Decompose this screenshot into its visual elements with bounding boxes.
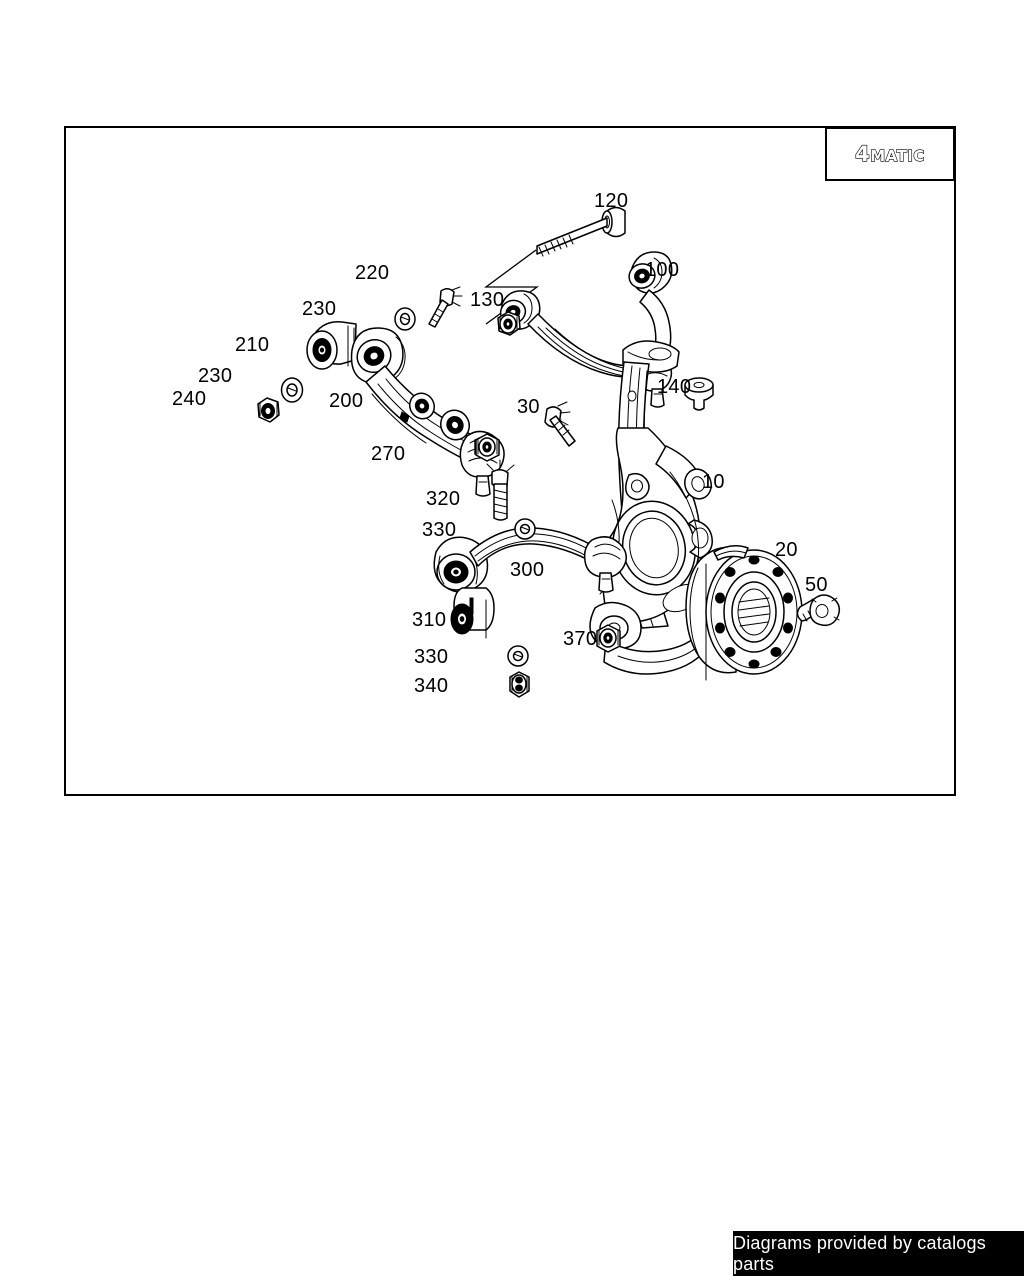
part-320-bolt [486,459,515,521]
part-330-washer-lower [507,645,529,667]
leader-line-120 [484,249,540,325]
callout-300: 300 [510,559,545,581]
part-270-nut [474,434,499,461]
callout-200: 200 [329,390,364,412]
badge-suffix: MATIC [870,146,925,165]
4matic-badge-box: 4MATIC [825,127,955,181]
callout-220: 220 [355,262,390,284]
callout-20: 20 [775,539,798,561]
callout-340: 340 [414,675,449,697]
4matic-badge-label: 4MATIC [854,141,925,166]
callout-50: 50 [805,574,828,596]
callout-210: 210 [235,334,270,356]
callout-100: 100 [645,259,680,281]
callout-330-lower: 330 [414,646,449,668]
part-200-lower-control-arm [350,327,505,497]
part-120-bolt [536,206,626,257]
callout-120: 120 [594,190,629,212]
part-230-washer-lower [280,377,304,403]
callout-320: 320 [426,488,461,510]
part-20-wheel-hub [685,545,803,681]
part-220-bolt [428,286,463,328]
callout-270: 270 [371,443,406,465]
part-240-lock-nut [257,397,280,423]
part-340-nut [509,671,530,698]
callout-330-upper: 330 [422,519,457,541]
part-330-washer-upper [514,518,536,540]
callout-130: 130 [470,289,505,311]
part-10-steering-knuckle [589,340,713,675]
ball-joint-200 [459,430,505,497]
badge-prefix: 4 [854,141,871,166]
watermark-text: Diagrams provided by catalogs parts [733,1232,986,1274]
part-50-bolt [796,594,841,627]
callout-140: 140 [657,376,692,398]
part-210-bushing [306,321,357,370]
diagram-frame: .ln { fill:none; stroke:#000; stroke-wid… [64,126,956,796]
callout-230-upper: 230 [302,298,337,320]
part-30-bolt [544,401,576,447]
callout-310: 310 [412,609,447,631]
watermark-banner: Diagrams provided by catalogs parts [733,1231,1024,1276]
callout-230-lower: 230 [198,365,233,387]
callout-240: 240 [172,388,207,410]
callout-370: 370 [563,628,598,650]
callout-10: 10 [702,471,725,493]
part-130-nut [497,311,521,336]
part-310-bushing [450,587,495,639]
part-370-nut [596,624,621,653]
part-230-washer-upper [394,307,416,331]
part-270-nut-shape [475,433,500,462]
callout-30: 30 [517,396,540,418]
exploded-diagram-artwork: .ln { fill:none; stroke:#000; stroke-wid… [257,206,841,698]
